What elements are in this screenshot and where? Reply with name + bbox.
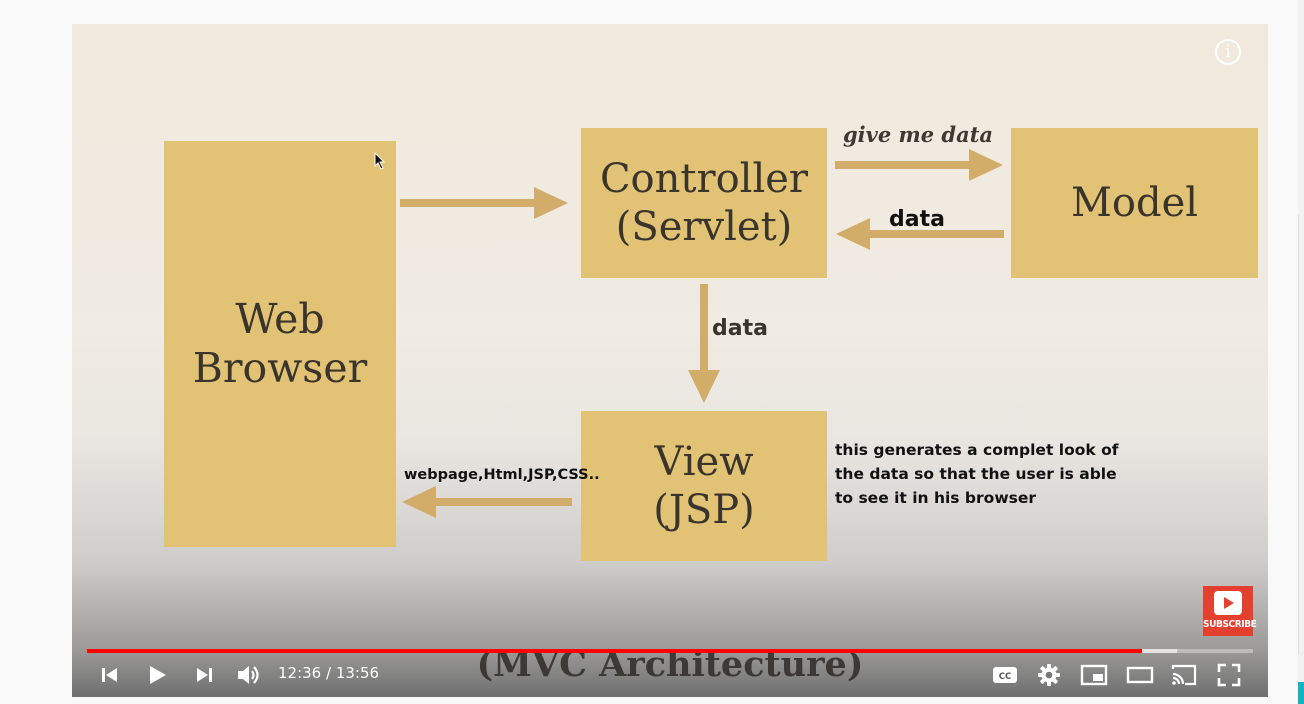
progress-bar[interactable] [87,649,1253,653]
cast-button[interactable] [1168,660,1200,690]
fullscreen-icon [1217,663,1241,687]
previous-button[interactable] [96,660,124,690]
play-button[interactable] [142,660,172,690]
arrow-controller-to-model [835,149,1005,181]
miniplayer-button[interactable] [1078,660,1110,690]
video-player[interactable]: Web Browser Controller (Servlet) Model V… [72,24,1268,697]
previous-icon [102,668,117,682]
youtube-play-icon [1214,591,1242,615]
svg-text:CC: CC [999,672,1011,682]
web-browser-box: Web Browser [164,141,396,547]
arrow-model-to-controller [836,218,1004,250]
time-display: 12:36 / 13:56 [278,664,380,682]
subscribe-label: SUBSCRIBE [1203,619,1257,630]
scrollbar-divider [1298,215,1304,655]
fullscreen-button[interactable] [1214,660,1244,690]
teal-accent [1298,682,1304,704]
next-button[interactable] [190,660,218,690]
label-data-model: data [889,207,945,232]
label-data-view: data [712,316,768,341]
arrow-browser-to-controller [400,187,570,219]
play-icon [150,666,166,684]
miniplayer-icon [1080,664,1108,686]
label-give-me-data: give me data [843,122,994,147]
controller-box: Controller (Servlet) [581,128,827,278]
next-icon [197,668,212,682]
model-box: Model [1011,128,1258,278]
arrow-controller-to-view [688,284,720,404]
view-box: View (JSP) [581,411,827,561]
note-text: this generates a complet look of the dat… [835,441,1119,507]
cast-icon [1171,664,1197,686]
captions-button[interactable]: CC [990,660,1020,690]
theater-mode-button[interactable] [1124,660,1156,690]
subscribe-button[interactable]: SUBSCRIBE [1203,586,1257,636]
volume-button[interactable] [232,660,266,690]
info-icon[interactable]: i [1215,39,1241,65]
settings-button[interactable] [1034,660,1064,690]
label-output: webpage,Html,JSP,CSS.. [404,467,600,483]
theater-icon [1126,666,1154,684]
mouse-cursor-icon [374,151,386,174]
page-scrollbar-area[interactable] [1298,0,1304,704]
settings-icon [1038,664,1060,686]
progress-played [87,649,1142,653]
arrow-view-to-browser [402,486,572,518]
captions-icon: CC [993,667,1017,683]
volume-icon [238,666,259,684]
